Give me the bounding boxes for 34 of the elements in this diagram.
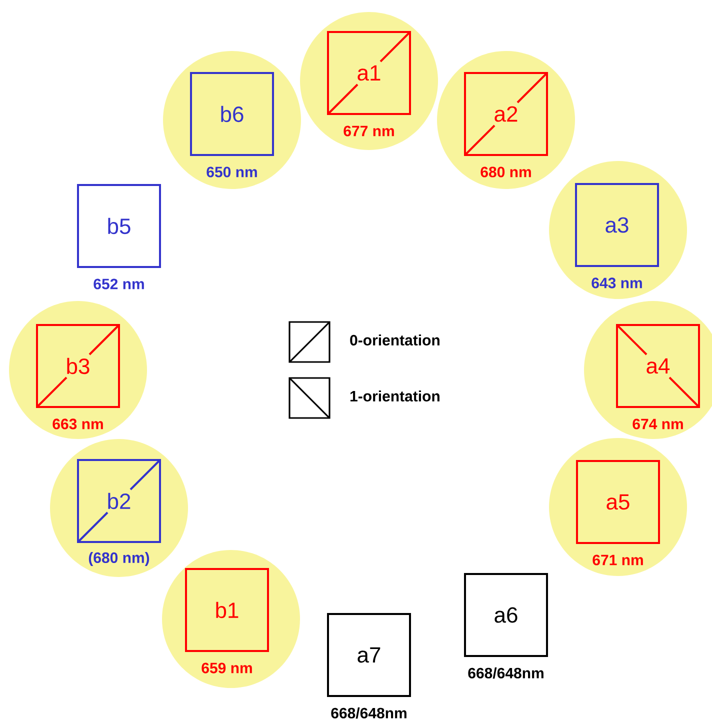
wavelength-label: 659 nm xyxy=(202,662,252,674)
wavelength-label: 668/648nm xyxy=(468,667,544,679)
wavelength-label: 643 nm xyxy=(592,278,642,288)
highlight-circle xyxy=(50,439,188,577)
sample-square: b2 xyxy=(77,459,161,543)
sample-square: a4 xyxy=(616,324,700,408)
highlight-circle xyxy=(9,301,147,439)
wavelength-label: 668/648nm xyxy=(331,707,406,719)
highlight-circle xyxy=(163,51,301,189)
wavelength-label: 652 nm xyxy=(94,278,144,290)
sample-square: a1 xyxy=(327,31,411,115)
legend-label: 1-orientation xyxy=(350,390,440,402)
highlight-circle xyxy=(300,12,438,150)
wavelength-label: (680 nm) xyxy=(88,552,150,566)
wavelength-label: 674 nm xyxy=(632,418,683,430)
wavelength-label: 680 nm xyxy=(480,166,531,178)
highlight-circle xyxy=(549,161,687,299)
sample-square: a3 xyxy=(575,183,659,267)
highlight-circle xyxy=(162,550,300,688)
sample-square: b6 xyxy=(190,72,274,156)
legend-label: 0-orientation xyxy=(350,334,440,346)
wavelength-label: 677 nm xyxy=(344,126,394,136)
wavelength-label: 663 nm xyxy=(52,418,103,430)
wavelength-label: 650 nm xyxy=(206,166,257,178)
highlight-circle xyxy=(549,438,687,576)
sample-square: a6 xyxy=(464,573,548,657)
sample-square: a5 xyxy=(576,460,660,544)
highlight-circle xyxy=(437,51,575,189)
sample-square: b1 xyxy=(185,568,269,652)
sample-square: a7 xyxy=(327,613,411,697)
sample-square: b5 xyxy=(77,184,161,268)
sample-square: b3 xyxy=(36,324,120,408)
sample-square: a2 xyxy=(464,72,548,156)
wavelength-label: 671 nm xyxy=(592,554,643,566)
